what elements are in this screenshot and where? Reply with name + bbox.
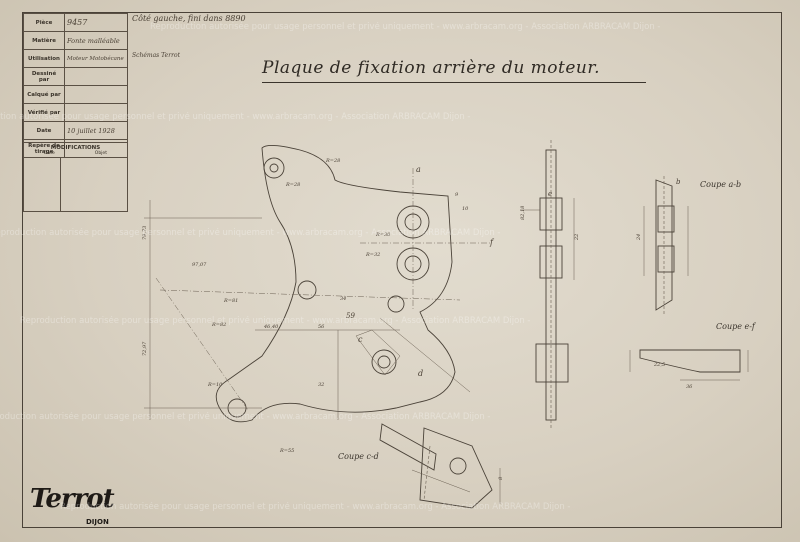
dim-d9707: 97,07 xyxy=(192,262,207,268)
modifications-title: MODIFICATIONS xyxy=(50,145,101,151)
title-value: Moteur Motobécane xyxy=(64,49,128,68)
letter-b: b xyxy=(676,178,681,186)
section-ef xyxy=(629,349,749,381)
header-note: Côté gauche, fini dans 8890 xyxy=(132,14,246,23)
dim-d56: 56 xyxy=(318,324,325,330)
letter-c: c xyxy=(358,335,363,344)
dim-d59: 59 xyxy=(346,312,355,320)
watermark-line: Reproduction autorisée pour usage person… xyxy=(150,22,661,32)
dim-d32: 32 xyxy=(318,382,324,388)
dim-d225: 22,5 xyxy=(653,362,665,368)
dim-d22: 22 xyxy=(574,234,580,241)
dim-r30: R=30 xyxy=(375,232,391,238)
dim-d4640: 46,40 xyxy=(263,324,279,330)
dim-r32: R=32 xyxy=(365,252,380,258)
title-value: 10 juillet 1928 xyxy=(64,121,128,140)
logo-city: DIJON xyxy=(86,518,109,526)
logo-brand: Terrot xyxy=(30,484,115,514)
dim-d36: 36 xyxy=(686,384,693,390)
section-ab xyxy=(643,176,689,316)
title-underline xyxy=(262,82,646,83)
title-key: Calqué par xyxy=(23,85,65,104)
sheet-border xyxy=(22,12,782,528)
letter-d: d xyxy=(418,369,423,378)
title-key: Utilisation xyxy=(23,49,65,68)
modifications-divider xyxy=(60,157,61,211)
dim-r81: R=81 xyxy=(223,298,238,304)
title-value xyxy=(64,85,128,104)
modifications-box: MODIFICATIONS Date Objet xyxy=(23,142,128,212)
dim-d8218: 82,18 xyxy=(520,206,526,220)
letter-f: f xyxy=(489,238,495,247)
title-value xyxy=(64,67,128,86)
modifications-objet-label: Objet xyxy=(94,151,107,156)
title-row-dessine: Dessiné par xyxy=(23,67,128,86)
dim-d10: 10 xyxy=(462,206,469,212)
section-cd xyxy=(379,423,501,509)
dim-d9: 9 xyxy=(455,192,459,198)
title-value: 9457 xyxy=(64,13,128,32)
main-plate-view xyxy=(144,145,490,423)
watermark-line: Reproduction autorisée pour usage person… xyxy=(0,228,501,238)
section-label-ab: Coupe a-b xyxy=(700,180,742,189)
section-label-ef: Coupe e-f xyxy=(716,322,755,331)
header-note-2: Schémas Terrot xyxy=(132,52,180,59)
dim-d7973: 79,73 xyxy=(142,226,148,240)
title-key: Pièce xyxy=(23,13,65,32)
side-view xyxy=(520,140,575,430)
title-key: Date xyxy=(23,121,65,140)
watermark-line: Reproduction autorisée pour usage person… xyxy=(0,112,471,122)
section-label-cd: Coupe c-d xyxy=(338,452,379,461)
dim-d34: 34 xyxy=(340,296,346,302)
letter-a: a xyxy=(416,165,421,174)
title-key: Matière xyxy=(23,31,65,50)
letter-e: e xyxy=(548,190,552,198)
dim-r10: R=10 xyxy=(207,382,223,388)
title-key: Dessiné par xyxy=(23,67,65,86)
terrot-logo: Terrot DIJON xyxy=(30,484,115,526)
watermark-line: Reproduction autorisée pour usage person… xyxy=(0,412,491,422)
modifications-header: Date Objet xyxy=(24,151,127,156)
dim-r55: R=55 xyxy=(279,448,294,454)
watermark-line: Reproduction autorisée pour usage person… xyxy=(20,316,531,326)
modifications-date-label: Date xyxy=(44,151,55,156)
title-row-calque: Calqué par xyxy=(23,85,128,104)
dim-r82: R=82 xyxy=(211,322,226,328)
dim-r28b: R=28 xyxy=(285,182,300,188)
dim-d7297: 72,97 xyxy=(142,341,148,356)
dim-d24: 24 xyxy=(636,234,642,241)
dim-d8: 8 xyxy=(498,477,504,480)
watermark-line: Reproduction autorisée pour usage person… xyxy=(60,502,571,512)
title-row-repere: Repère de tirage xyxy=(23,139,128,158)
title-value: Fonte malléable xyxy=(64,31,128,50)
drawing-title: Plaque de fixation arrière du moteur. xyxy=(262,58,601,78)
dim-r28a: R=28 xyxy=(325,158,340,164)
